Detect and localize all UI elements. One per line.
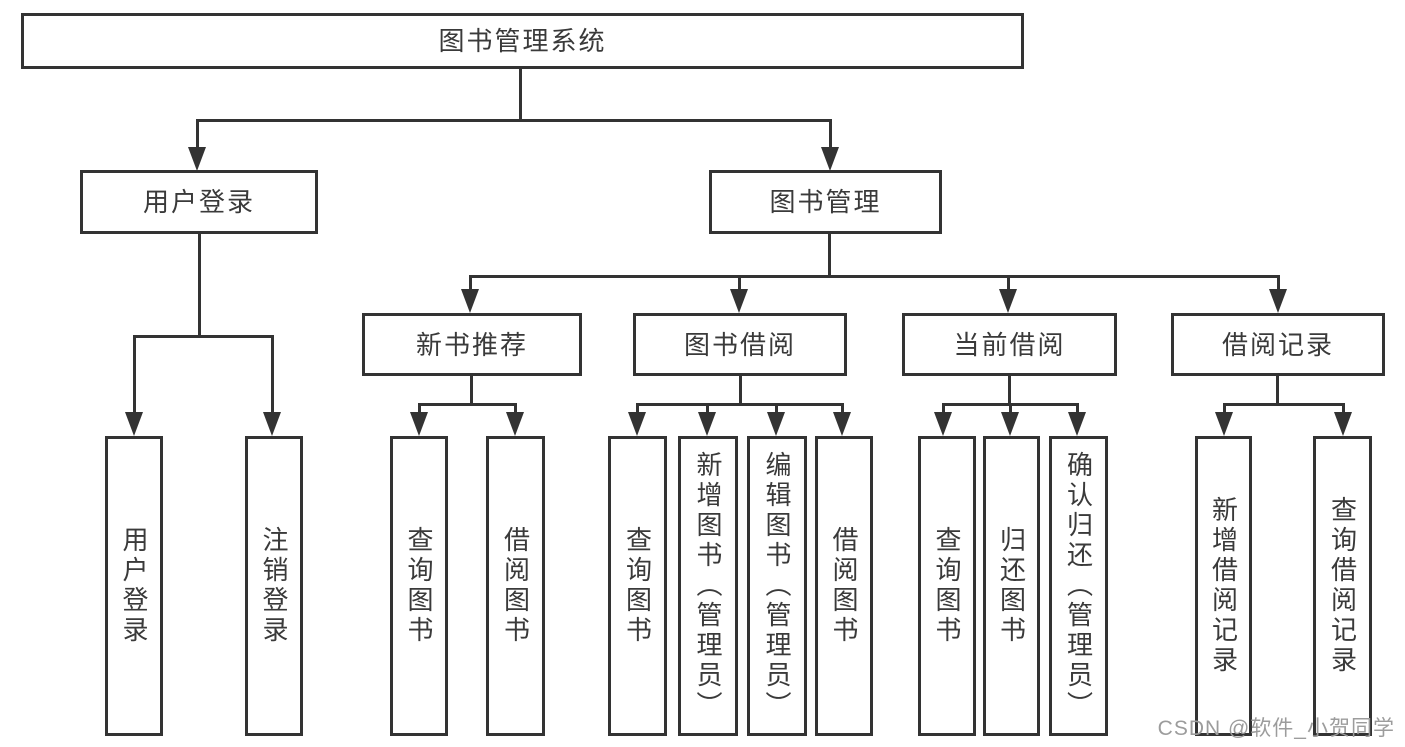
leaf-logout-label: 注销登录	[259, 526, 289, 646]
arrow-down-icon	[1001, 412, 1019, 436]
node-root: 图书管理系统	[21, 13, 1024, 69]
node-borrow-record: 借阅记录	[1171, 313, 1385, 376]
connector-line	[1007, 275, 1010, 295]
connector-line	[1009, 403, 1012, 417]
connector-line	[1223, 403, 1345, 406]
connector-line	[271, 335, 274, 417]
connector-line	[1342, 403, 1345, 417]
leaf-borrow-book: 借阅图书	[815, 436, 873, 736]
connector-line	[738, 275, 741, 295]
connector-line	[469, 275, 472, 295]
connector-line	[133, 335, 136, 417]
leaf-newbook-query: 查询图书	[390, 436, 448, 736]
node-new-book-recommend-label: 新书推荐	[415, 329, 528, 360]
leaf-user-login-label: 用户登录	[119, 526, 149, 646]
leaf-record-query-label: 查询借阅记录	[1327, 496, 1358, 676]
connector-line	[470, 376, 473, 406]
leaf-current-query: 查询图书	[918, 436, 976, 736]
leaf-current-confirm-admin: 确认归还（管理员）	[1049, 436, 1108, 736]
connector-line	[1223, 403, 1226, 417]
connector-line	[739, 376, 742, 406]
leaf-borrow-query: 查询图书	[608, 436, 667, 736]
connector-line	[418, 403, 517, 406]
leaf-record-query: 查询借阅记录	[1313, 436, 1372, 736]
arrow-down-icon	[125, 412, 143, 436]
leaf-current-confirm-admin-label: 确认归还（管理员）	[1063, 451, 1094, 721]
leaf-newbook-borrow: 借阅图书	[486, 436, 545, 736]
arrow-down-icon	[1269, 289, 1287, 313]
node-book-borrow: 图书借阅	[633, 313, 847, 376]
node-root-label: 图书管理系统	[438, 26, 607, 56]
leaf-record-add: 新增借阅记录	[1195, 436, 1252, 736]
node-user-login: 用户登录	[80, 170, 318, 234]
connector-line	[636, 403, 639, 417]
arrow-down-icon	[999, 289, 1017, 313]
connector-line	[775, 403, 778, 417]
leaf-record-add-label: 新增借阅记录	[1208, 496, 1239, 676]
node-book-borrow-label: 图书借阅	[683, 329, 796, 360]
leaf-current-query-label: 查询图书	[932, 526, 962, 646]
arrow-down-icon	[461, 289, 479, 313]
arrow-down-icon	[767, 412, 785, 436]
connector-line	[519, 69, 522, 121]
connector-line	[1076, 403, 1079, 417]
arrow-down-icon	[934, 412, 952, 436]
connector-line	[636, 403, 844, 406]
arrow-down-icon	[628, 412, 646, 436]
leaf-current-return-label: 归还图书	[996, 526, 1027, 646]
arrow-down-icon	[730, 289, 748, 313]
connector-line	[1277, 275, 1280, 295]
connector-line	[828, 234, 831, 278]
arrow-down-icon	[263, 412, 281, 436]
node-new-book-recommend: 新书推荐	[362, 313, 582, 376]
connector-line	[469, 275, 1280, 278]
leaf-user-login: 用户登录	[105, 436, 163, 736]
node-book-management: 图书管理	[709, 170, 942, 234]
arrow-down-icon	[698, 412, 716, 436]
arrow-down-icon	[1215, 412, 1233, 436]
leaf-logout: 注销登录	[245, 436, 303, 736]
connector-line	[1276, 376, 1279, 406]
leaf-current-return: 归还图书	[983, 436, 1040, 736]
node-book-management-label: 图书管理	[769, 187, 882, 217]
connector-line	[418, 403, 421, 417]
leaf-borrow-edit-admin-label: 编辑图书（管理员）	[762, 451, 792, 721]
leaf-borrow-add-admin-label: 新增图书（管理员）	[693, 451, 723, 721]
arrow-down-icon	[506, 412, 524, 436]
connector-line	[196, 119, 832, 122]
arrow-down-icon	[1068, 412, 1086, 436]
leaf-borrow-edit-admin: 编辑图书（管理员）	[747, 436, 807, 736]
connector-line	[133, 335, 274, 338]
node-borrow-record-label: 借阅记录	[1221, 329, 1334, 360]
arrow-down-icon	[821, 147, 839, 171]
arrow-down-icon	[833, 412, 851, 436]
connector-line	[1008, 376, 1011, 406]
connector-line	[198, 234, 201, 337]
leaf-borrow-query-label: 查询图书	[622, 526, 653, 646]
connector-line	[514, 403, 517, 417]
connector-line	[706, 403, 709, 417]
arrow-down-icon	[188, 147, 206, 171]
leaf-newbook-borrow-label: 借阅图书	[500, 526, 531, 646]
leaf-borrow-book-label: 借阅图书	[829, 526, 859, 646]
node-current-borrow: 当前借阅	[902, 313, 1117, 376]
leaf-newbook-query-label: 查询图书	[404, 526, 434, 646]
node-user-login-label: 用户登录	[142, 187, 255, 217]
arrow-down-icon	[410, 412, 428, 436]
connector-line	[196, 119, 199, 151]
connector-line	[829, 119, 832, 151]
arrow-down-icon	[1334, 412, 1352, 436]
leaf-borrow-add-admin: 新增图书（管理员）	[678, 436, 738, 736]
connector-line	[841, 403, 844, 417]
connector-line	[942, 403, 945, 417]
node-current-borrow-label: 当前借阅	[953, 329, 1066, 360]
watermark: CSDN @软件_小贺同学	[1157, 717, 1395, 740]
